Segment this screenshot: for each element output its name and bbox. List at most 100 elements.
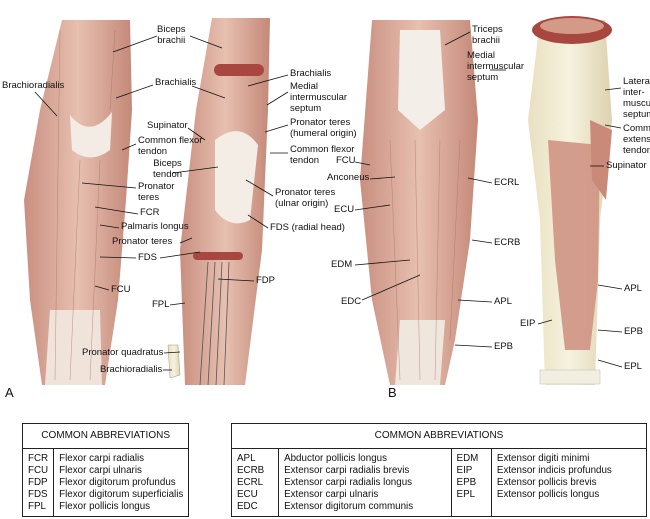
label-line: brachii [472, 35, 500, 46]
label-line: Pronator teres [275, 187, 336, 198]
label-line: Biceps [157, 24, 186, 35]
label-brachialis: Brachialis [155, 77, 197, 88]
full-name: Extensor carpi ulnaris [284, 489, 379, 500]
label-apl: APL [494, 296, 512, 307]
label-line: tendon [138, 146, 168, 157]
label-fds-radial-head: FDS (radial head) [270, 222, 345, 233]
label-common-extensor-tendon: Commonextensortendon [623, 123, 650, 156]
label-anconeus: Anconeus [327, 172, 370, 183]
label-brachioradialis: Brachioradialis [2, 80, 65, 91]
label-line: (humeral origin) [290, 128, 357, 139]
label-pronator-teres: Pronator teres [112, 236, 173, 247]
label-fcu: FCU [336, 155, 356, 166]
abbr: APL [237, 453, 256, 464]
abbr: EDM [456, 453, 479, 464]
label-pronator-teres-ulnar: Pronator teres(ulnar origin) [275, 187, 335, 209]
extensor-abbreviations-table: COMMON ABBREVIATIONS APL ECRB ECRL ECU E… [230, 423, 648, 517]
name-column: Abductor pollicis longus Extensor carpi … [278, 448, 452, 517]
label-brachialis: Brachialis [290, 68, 332, 79]
full-name: Extensor indicis profundus [496, 465, 612, 476]
label-epb: EPB [494, 341, 514, 352]
label-fdp: FDP [256, 275, 275, 286]
label-line: teres [138, 192, 160, 203]
label-supinator: Supinator [606, 160, 647, 171]
label-eip: EIP [520, 318, 536, 329]
label-line: Triceps [472, 24, 503, 35]
label-fcu: FCU [111, 284, 131, 295]
abbr: ECU [237, 489, 258, 500]
abbr: EPB [456, 477, 477, 488]
label-line: Pronator teres [290, 117, 351, 128]
full-name: Abductor pollicis longus [284, 453, 388, 464]
label-edc: EDC [341, 296, 362, 307]
abbr-column: EDM EIP EPB EPL [450, 448, 492, 517]
anterior-deep-forearm [167, 18, 270, 386]
abbr: FPL [28, 501, 46, 512]
abbr-column: APL ECRB ECRL ECU EDC [230, 448, 280, 517]
panel-label-b: B [388, 385, 397, 400]
label-line: extensor [623, 134, 650, 145]
label-line: Medial [467, 50, 495, 61]
name-column: Extensor digiti minimi Extensor indicis … [490, 448, 648, 517]
label-fcr: FCR [140, 207, 160, 218]
label-line: tendon [290, 155, 320, 166]
label-line: intermuscular [290, 92, 348, 103]
full-name: Flexor digitorum superficialis [59, 489, 184, 500]
label-apl: APL [624, 283, 642, 294]
label-edm: EDM [331, 259, 353, 270]
label-line: Medial [290, 81, 318, 92]
label-line: Common flexor [138, 135, 203, 146]
full-name: Flexor carpi radialis [59, 453, 145, 464]
label-ecu: ECU [334, 204, 355, 215]
abbr-column: FCR FCU FDP FDS FPL [21, 448, 55, 517]
name-column: Flexor carpi radialis Flexor carpi ulnar… [53, 448, 190, 517]
full-name: Extensor pollicis brevis [496, 477, 597, 488]
label-epl: EPL [624, 361, 642, 372]
posterior-superficial-forearm [360, 20, 478, 385]
label-pronator-quadratus: Pronator quadratus [82, 347, 164, 358]
label-line: intermuscular [467, 61, 525, 72]
label-line: Biceps [153, 158, 182, 169]
abbr: FCR [28, 453, 49, 464]
label-line: muscular [623, 98, 650, 109]
forearm-muscle-illustration [24, 16, 623, 386]
abbr: EPL [456, 489, 476, 500]
label-epb: EPB [624, 326, 644, 337]
abbr: EIP [456, 465, 473, 476]
label-line: inter- [623, 87, 645, 98]
label-line: brachii [157, 35, 186, 46]
label-brachioradialis: Brachioradialis [100, 364, 163, 375]
label-line: tendon [153, 169, 183, 180]
full-name: Extensor pollicis longus [496, 489, 600, 500]
abbr: ECRL [237, 477, 264, 488]
abbr: FDP [28, 477, 48, 488]
full-name: Extensor carpi radialis longus [284, 477, 413, 488]
label-line: Pronator [138, 181, 175, 192]
label-line: septum [467, 72, 499, 83]
label-line: Common flexor [290, 144, 355, 155]
label-ecrb: ECRB [494, 237, 521, 248]
label-line: Common [623, 123, 650, 134]
label-supinator: Supinator [147, 120, 188, 131]
table-title: COMMON ABBREVIATIONS [231, 423, 647, 449]
table-title: COMMON ABBREVIATIONS [21, 423, 190, 449]
label-pronator-teres-humeral: Pronator teres(humeral origin) [290, 117, 357, 139]
label-line: tendon [623, 145, 650, 156]
posterior-deep-forearm [528, 16, 612, 385]
abbr: EDC [237, 501, 258, 512]
abbr: FCU [28, 465, 49, 476]
full-name: Extensor digitorum communis [284, 501, 414, 512]
full-name: Flexor carpi ulnaris [59, 465, 142, 476]
label-line: (ulnar origin) [275, 198, 329, 209]
label-fds: FDS [138, 252, 157, 263]
abbr: FDS [28, 489, 48, 500]
anterior-superficial-forearm [24, 20, 132, 385]
label-palmaris-longus: Palmaris longus [121, 221, 189, 232]
label-line: septum [290, 103, 322, 114]
